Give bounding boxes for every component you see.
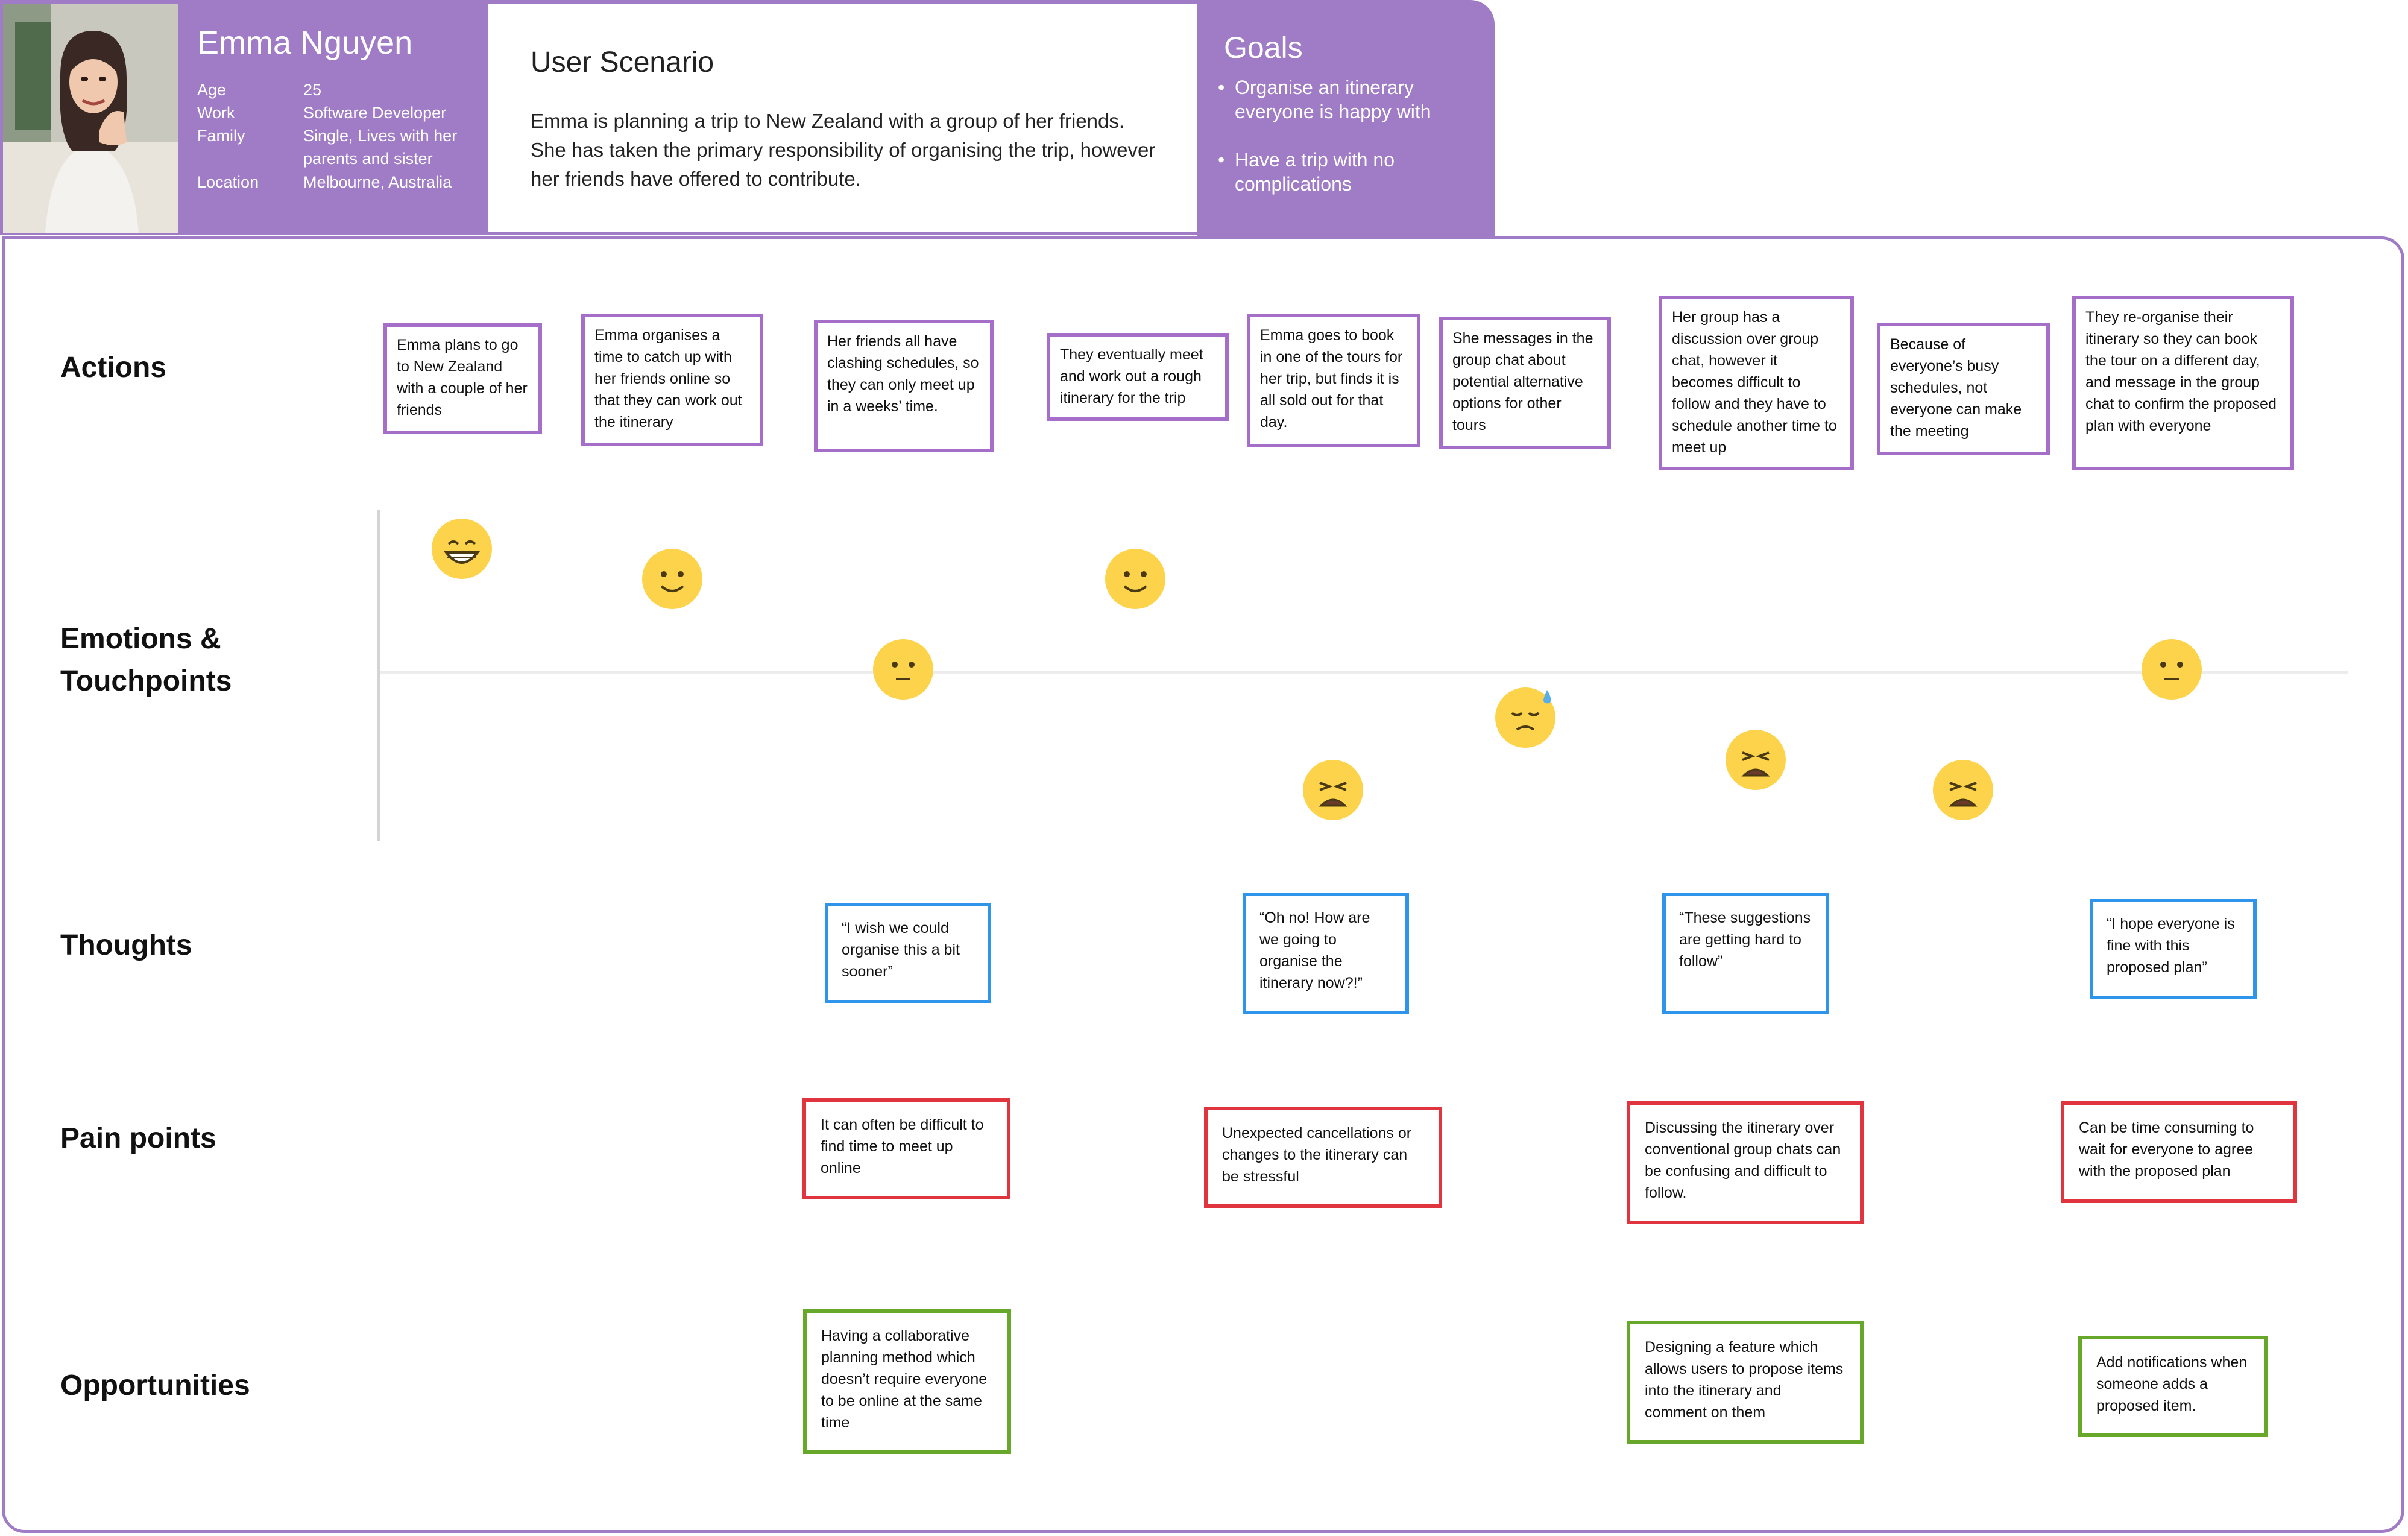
journey-board: [2, 236, 2404, 1533]
neutral-face-icon: [872, 638, 935, 701]
thought-card: “These suggestions are getting hard to f…: [1662, 893, 1829, 1014]
thought-card: “I hope everyone is fine with this propo…: [2090, 899, 2257, 999]
action-card: They re-organise their itinerary so they…: [2072, 296, 2294, 470]
goal-item: Organise an itinerary everyone is happy …: [1218, 75, 1494, 124]
persona-family-value: Single, Lives with her parents and siste…: [303, 127, 458, 168]
persona-family-label: Family: [197, 127, 245, 145]
tired-face-icon: [1932, 759, 1994, 821]
opportunity-card: Having a collaborative planning method w…: [803, 1309, 1011, 1454]
persona-work-label: Work: [197, 104, 235, 122]
persona-age-label: Age: [197, 81, 227, 99]
thought-card: “Oh no! How are we going to organise the…: [1243, 893, 1409, 1014]
neutral-face-icon: [2140, 638, 2203, 701]
persona-location-value: Melbourne, Australia: [303, 173, 452, 191]
scenario-text: Emma is planning a trip to New Zealand w…: [531, 110, 1156, 190]
smiling-face-icon: [641, 548, 704, 610]
row-label-thoughts: Thoughts: [60, 929, 192, 961]
smiling-face-icon: [1104, 548, 1167, 610]
action-card: Emma organises a time to catch up with h…: [581, 314, 763, 446]
row-label-actions: Actions: [60, 352, 167, 384]
row-label-emotions: Emotions & Touchpoints: [60, 623, 232, 697]
opportunity-card: Add notifications when someone adds a pr…: [2078, 1336, 2268, 1437]
persona-location-label: Location: [197, 173, 259, 191]
avatar: [3, 4, 178, 233]
anxious-sweat-face-icon: [1494, 686, 1557, 749]
action-card: Emma plans to go to New Zealand with a c…: [383, 323, 542, 434]
thought-card: “I wish we could organise this a bit soo…: [825, 903, 991, 1003]
grinning-face-icon: [430, 517, 493, 580]
persona-age-value: 25: [303, 81, 322, 99]
tired-face-icon: [1724, 728, 1787, 791]
goal-item: Have a trip with no complications: [1218, 148, 1494, 196]
goals-title: Goals: [1224, 31, 1303, 65]
action-card: She messages in the group chat about pot…: [1439, 317, 1611, 449]
pain-point-card: It can often be difficult to find time t…: [802, 1098, 1010, 1199]
persona-name: Emma Nguyen: [197, 25, 413, 61]
scenario-panel: [488, 0, 1197, 235]
action-card: Her group has a discussion over group ch…: [1659, 296, 1854, 470]
action-card: They eventually meet and work out a roug…: [1047, 333, 1229, 421]
tired-face-icon: [1302, 759, 1364, 821]
action-card: Because of everyone’s busy schedules, no…: [1877, 323, 2050, 455]
row-label-pain-points: Pain points: [60, 1122, 216, 1154]
pain-point-card: Can be time consuming to wait for everyo…: [2061, 1101, 2297, 1203]
persona-work-value: Software Developer: [303, 104, 447, 122]
row-label-opportunities: Opportunities: [60, 1370, 250, 1402]
pain-point-card: Discussing the itinerary over convention…: [1627, 1101, 1864, 1224]
pain-point-card: Unexpected cancellations or changes to t…: [1204, 1107, 1442, 1208]
action-card: Her friends all have clashing schedules,…: [814, 320, 994, 452]
emotion-baseline: [380, 671, 2348, 674]
emotion-axis: [377, 510, 380, 841]
scenario-title: User Scenario: [531, 46, 714, 78]
action-card: Emma goes to book in one of the tours fo…: [1247, 314, 1420, 447]
opportunity-card: Designing a feature which allows users t…: [1627, 1321, 1864, 1444]
